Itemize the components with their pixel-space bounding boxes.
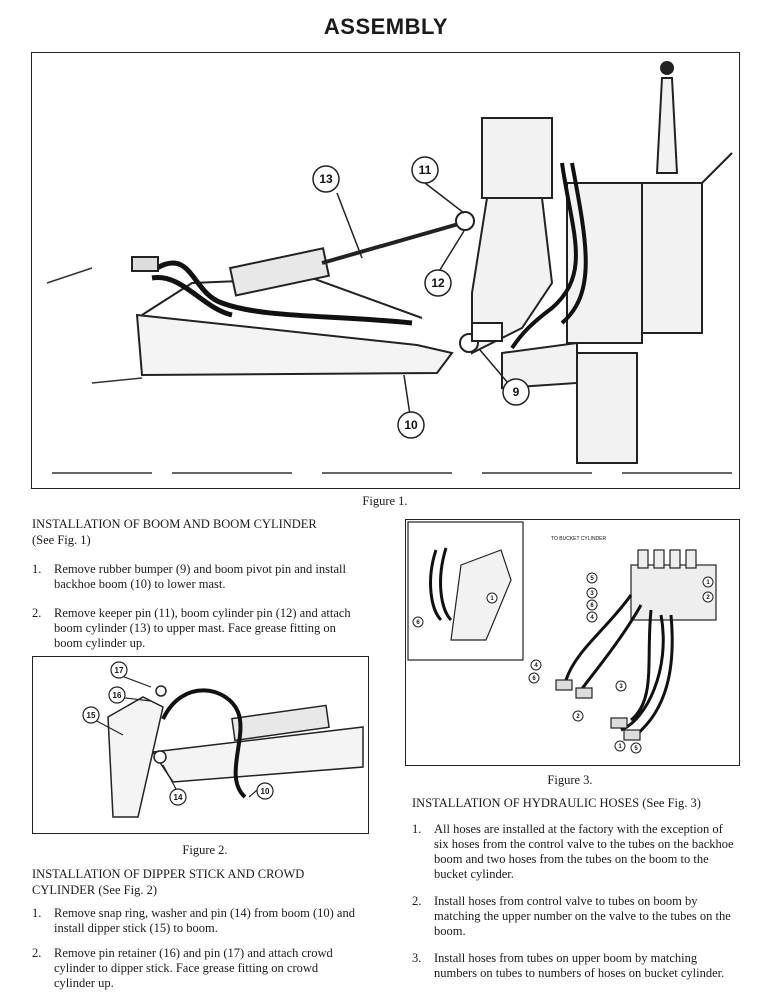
callout-6-lower	[528, 672, 540, 684]
callout-1	[702, 576, 714, 588]
section-dipper-steps: 1. Remove snap ring, washer and pin (14)…	[32, 906, 362, 1005]
callout-9-label: 9	[513, 385, 520, 399]
callout-14-label: 14	[174, 793, 183, 802]
callout-16-label: 16	[113, 691, 122, 700]
step-number: 2.	[32, 946, 42, 960]
section-boom-steps: 1. Remove rubber bumper (9) and boom piv…	[32, 562, 362, 665]
list-item: 2. Install hoses from control valve to t…	[412, 894, 740, 939]
step-text: Remove rubber bumper (9) and boom pivot …	[54, 562, 346, 591]
callout-6-inset-label: 6	[416, 620, 420, 626]
page-title: ASSEMBLY	[323, 14, 449, 39]
figure-3-caption: Figure 3.	[547, 773, 593, 787]
callout-6-lower-label: 6	[532, 676, 536, 682]
step-text: Remove keeper pin (11), boom cylinder pi…	[54, 606, 351, 650]
callout-5-lower	[630, 742, 642, 754]
callout-3-lower	[615, 680, 627, 692]
callout-17	[110, 661, 128, 679]
section-boom-heading-line1: INSTALLATION OF BOOM AND BOOM CYLINDER	[32, 517, 317, 531]
callout-1-inset-label: 1	[490, 596, 494, 602]
list-item: 2. Remove keeper pin (11), boom cylinder…	[32, 606, 362, 651]
callout-6-label: 6	[590, 603, 594, 609]
step-number: 1.	[32, 906, 42, 920]
step-text: Install hoses from control valve to tube…	[434, 894, 731, 938]
list-item: 1. Remove snap ring, washer and pin (14)…	[32, 906, 362, 936]
callout-12	[424, 269, 452, 297]
figure-3-inset-label: TO BUCKET CYLINDER	[551, 536, 606, 542]
list-item: 1. All hoses are installed at the factor…	[412, 822, 740, 882]
callout-10-label: 10	[404, 418, 418, 432]
callout-13-label: 13	[319, 172, 333, 186]
step-number: 1.	[412, 822, 422, 836]
list-item: 1. Remove rubber bumper (9) and boom piv…	[32, 562, 362, 592]
figure-2: 17 16 15 14 10	[32, 656, 369, 834]
callout-11	[411, 156, 439, 184]
step-number: 2.	[32, 606, 42, 620]
callout-12-label: 12	[431, 276, 445, 290]
callout-10	[397, 411, 425, 439]
callout-5-label: 5	[590, 576, 594, 582]
callout-1-lower	[614, 740, 626, 752]
callout-5	[586, 572, 598, 584]
callout-2-lower-label: 2	[576, 714, 580, 720]
callout-4-label: 4	[590, 615, 594, 621]
step-text: Install hoses from tubes on upper boom b…	[434, 951, 725, 980]
section-hoses-heading: INSTALLATION OF HYDRAULIC HOSES (See Fig…	[412, 796, 701, 810]
figure-1-caption: Figure 1.	[362, 494, 408, 508]
callout-2-lower	[572, 710, 584, 722]
callout-6	[586, 599, 598, 611]
callout-4-lower	[530, 659, 542, 671]
callout-2	[702, 591, 714, 603]
callout-10-fig2-label: 10	[261, 787, 270, 796]
step-text: All hoses are installed at the factory w…	[434, 822, 734, 881]
callout-5-lower-label: 5	[634, 746, 638, 752]
callout-1-inset	[486, 592, 498, 604]
callout-15-label: 15	[87, 711, 96, 720]
callout-15	[82, 706, 100, 724]
section-boom-heading: INSTALLATION OF BOOM AND BOOM CYLINDER (…	[32, 516, 382, 548]
callout-3	[586, 587, 598, 599]
step-number: 2.	[412, 894, 422, 908]
callout-1-label: 1	[706, 580, 710, 586]
figure-2-illustration: 17 16 15 14 10	[82, 661, 364, 818]
section-dipper-heading-line1: INSTALLATION OF DIPPER STICK AND CROWD	[32, 867, 305, 881]
section-hoses-steps: 1. All hoses are installed at the factor…	[412, 822, 740, 995]
callout-16	[108, 686, 126, 704]
callout-1-lower-label: 1	[618, 744, 622, 750]
callout-3-label: 3	[590, 591, 594, 597]
figure-2-caption: Figure 2.	[182, 843, 228, 857]
step-number: 1.	[32, 562, 42, 576]
callout-10-fig2	[256, 782, 274, 800]
callout-14	[169, 788, 187, 806]
list-item: 2. Remove pin retainer (16) and pin (17)…	[32, 946, 362, 991]
callout-17-label: 17	[115, 666, 124, 675]
callout-4	[586, 611, 598, 623]
list-item: 3. Install hoses from tubes on upper boo…	[412, 951, 740, 981]
section-dipper-heading-line2: CYLINDER (See Fig. 2)	[32, 883, 157, 897]
callout-9	[502, 378, 530, 406]
figure-3-illustration: TO BUCKET CYLINDER 5 3 6 4 1 2 4 6	[407, 521, 717, 754]
step-text: Remove snap ring, washer and pin (14) fr…	[54, 906, 355, 935]
step-text: Remove pin retainer (16) and pin (17) an…	[54, 946, 333, 990]
callout-2-label: 2	[706, 595, 710, 601]
callout-6-inset	[412, 616, 424, 628]
callout-13	[312, 165, 340, 193]
step-number: 3.	[412, 951, 422, 965]
figure-1: 13 11 12 9 10	[31, 52, 740, 489]
callout-4-lower-label: 4	[534, 663, 538, 669]
section-boom-heading-line2: (See Fig. 1)	[32, 533, 91, 547]
callout-3-lower-label: 3	[619, 684, 623, 690]
callout-11-label: 11	[419, 163, 432, 177]
figure-3: TO BUCKET CYLINDER 5 3 6 4 1 2 4 6	[405, 519, 740, 766]
figure-1-illustration: 13 11 12 9 10	[46, 61, 733, 474]
section-dipper-heading: INSTALLATION OF DIPPER STICK AND CROWD C…	[32, 866, 372, 898]
